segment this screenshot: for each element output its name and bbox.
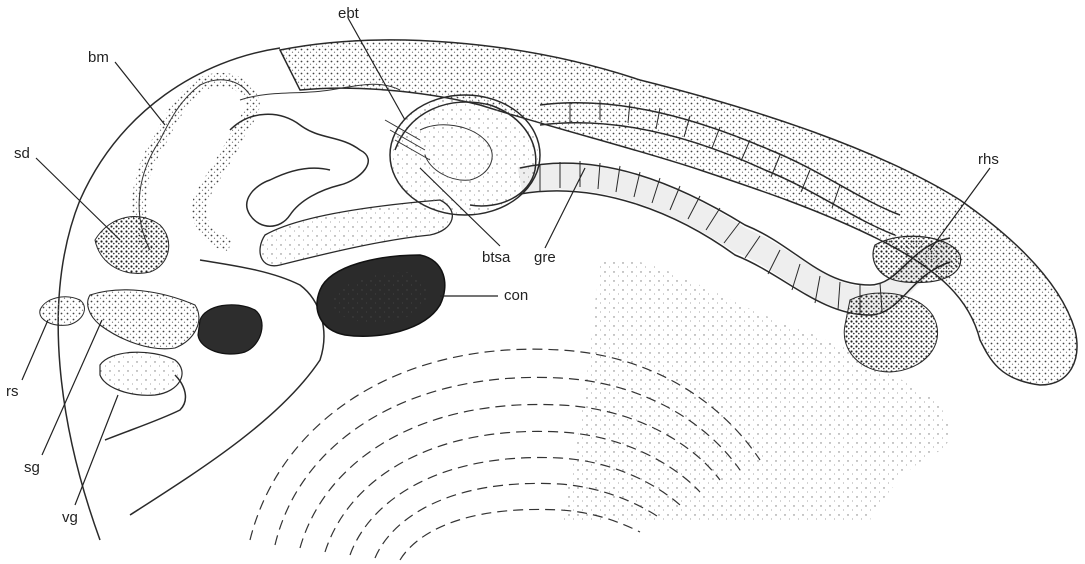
label-btsa: btsa — [482, 249, 511, 266]
label-bm: bm — [88, 49, 109, 66]
ventral-stippled-blob — [844, 293, 937, 372]
label-gre: gre — [534, 249, 556, 266]
label-rs: rs — [6, 383, 19, 400]
sg-structure — [88, 290, 199, 349]
label-sg: sg — [24, 459, 40, 476]
label-rhs: rhs — [978, 151, 999, 168]
label-con: con — [504, 287, 528, 304]
sd-duct-cluster — [95, 217, 169, 274]
rs-structure — [40, 297, 85, 326]
vg-structure — [100, 352, 182, 395]
label-sd: sd — [14, 145, 30, 162]
label-ebt: ebt — [338, 5, 360, 22]
central-glandular-organ — [390, 95, 540, 215]
coiled-duct — [230, 114, 368, 226]
small-dark-body — [198, 305, 262, 354]
label-vg: vg — [62, 509, 78, 526]
rhs-structure — [873, 236, 961, 282]
